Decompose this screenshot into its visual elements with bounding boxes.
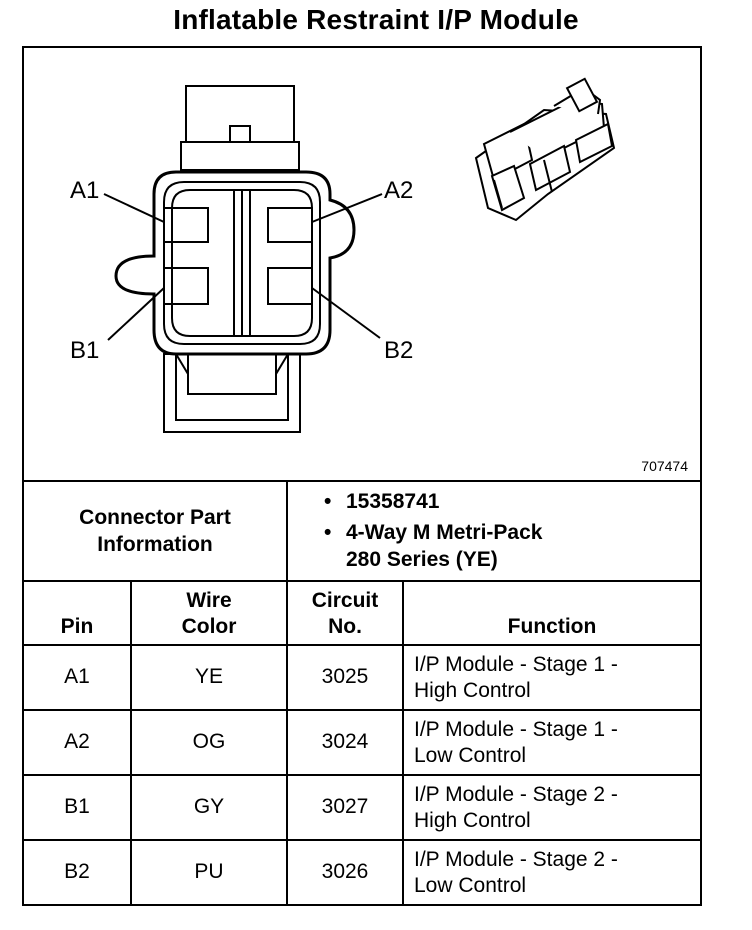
divider (24, 774, 700, 776)
function-cell: I/P Module - Stage 2 - High Control (414, 782, 698, 834)
divider (402, 580, 404, 906)
function-cell: I/P Module - Stage 1 - High Control (414, 652, 698, 704)
connector-info-heading: Connector Part Information (24, 482, 286, 580)
connector-type: 4-Way M Metri-Pack (346, 521, 543, 544)
column-header-circuit: Circuit No. (288, 588, 402, 640)
connector-series: 280 Series (YE) (346, 548, 498, 571)
circuit-cell: 3025 (321, 665, 369, 688)
function-line2: High Control (414, 809, 531, 832)
column-header-circuit-line1: Circuit (311, 589, 379, 612)
column-header-wire-line2: Color (181, 615, 237, 638)
circuit-cell: 3027 (321, 795, 369, 818)
connector-face-diagram: A1 A2 B1 B2 (70, 77, 616, 433)
page-title: Inflatable Restraint I/P Module (173, 4, 579, 35)
function-cell: I/P Module - Stage 1 - Low Control (414, 717, 698, 769)
pin-label-a2: A2 (384, 177, 413, 204)
function-line2: High Control (414, 679, 531, 702)
circuit-cell: 3026 (321, 860, 369, 883)
pin-cell: A1 (64, 665, 90, 688)
divider (24, 480, 700, 482)
bullet-icon: • (324, 490, 332, 513)
connector-info-heading-line2: Information (97, 533, 213, 556)
column-header-wire-line1: Wire (186, 589, 232, 612)
function-line1: I/P Module - Stage 2 - (414, 848, 618, 871)
divider (130, 580, 132, 906)
column-header-function: Function (507, 615, 597, 638)
connector-info-heading-line1: Connector Part (79, 506, 231, 529)
pin-label-b2: B2 (384, 337, 413, 364)
wire-color-cell: YE (194, 665, 223, 688)
wire-color-cell: GY (193, 795, 225, 818)
function-line2: Low Control (414, 744, 527, 767)
bullet-icon: • (324, 521, 332, 544)
wire-color-cell: PU (194, 860, 224, 883)
connector-isometric-icon (474, 77, 616, 222)
part-number: 15358741 (346, 490, 440, 513)
column-header-wire-color: Wire Color (132, 588, 286, 640)
list-item: • 15358741 (324, 488, 542, 515)
column-header-pin: Pin (60, 615, 94, 638)
pin-cell: B1 (64, 795, 90, 818)
divider (24, 580, 700, 582)
divider (24, 839, 700, 841)
pin-cell: B2 (64, 860, 90, 883)
connector-info-list: • 15358741 • 4-Way M Metri-Pack 280 Seri… (324, 488, 542, 577)
function-line2: Low Control (414, 874, 527, 897)
divider (24, 709, 700, 711)
function-line1: I/P Module - Stage 2 - (414, 783, 618, 806)
diagram-part-number: 707474 (641, 458, 688, 474)
column-header-circuit-line2: No. (328, 615, 362, 638)
function-line1: I/P Module - Stage 1 - (414, 718, 618, 741)
function-line1: I/P Module - Stage 1 - (414, 653, 618, 676)
divider (286, 580, 288, 906)
list-item: • 4-Way M Metri-Pack 280 Series (YE) (324, 519, 542, 573)
circuit-cell: 3024 (321, 730, 369, 753)
pin-label-a1: A1 (70, 177, 99, 204)
pin-cell: A2 (64, 730, 90, 753)
pin-label-b1: B1 (70, 337, 99, 364)
function-cell: I/P Module - Stage 2 - Low Control (414, 847, 698, 899)
wire-color-cell: OG (192, 730, 226, 753)
divider (286, 480, 288, 580)
connector-card: A1 A2 B1 B2 707474 Connector Part Inform… (22, 46, 702, 906)
divider (24, 644, 700, 646)
